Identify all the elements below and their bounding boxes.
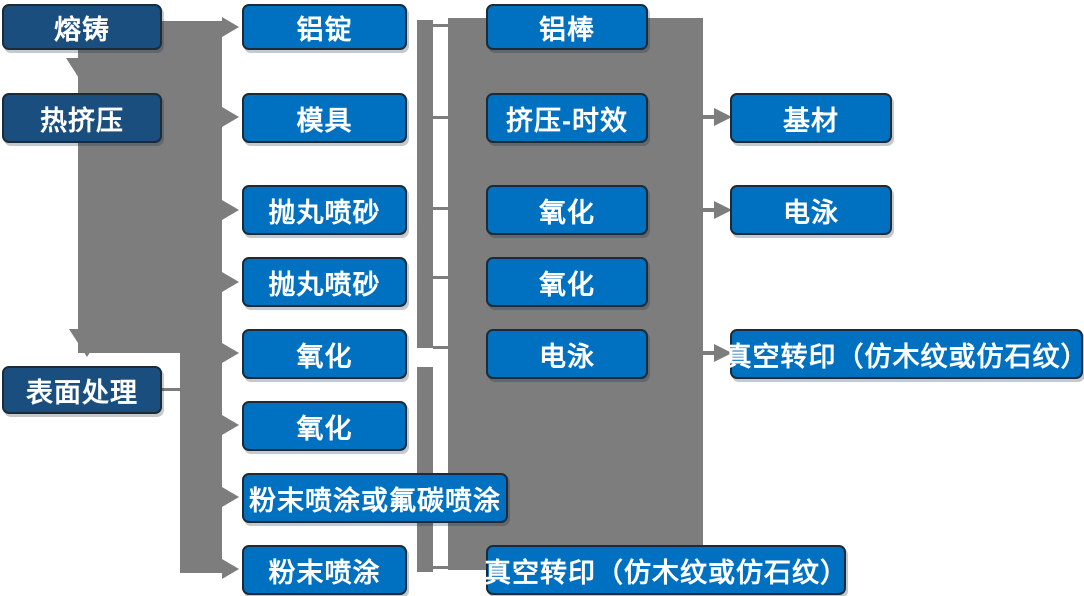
arrow-to-oxidation-2-icon bbox=[222, 415, 239, 435]
node-label: 表面处理 bbox=[26, 377, 138, 408]
node-shot-blast-1: 抛丸喷砂 bbox=[242, 185, 407, 235]
arrow-to-base-material bbox=[701, 108, 733, 126]
arrow-stub bbox=[701, 351, 717, 355]
node-surface-treatment: 表面处理 bbox=[2, 366, 162, 414]
node-label: 氧化 bbox=[539, 269, 595, 300]
node-label: 铝锭 bbox=[296, 14, 353, 45]
node-label: 氧化 bbox=[539, 197, 595, 228]
node-mold: 模具 bbox=[242, 93, 407, 143]
node-label: 真空转印（仿木纹或仿石纹） bbox=[484, 557, 848, 588]
connector-mid-bar-upper bbox=[417, 20, 433, 348]
node-label: 真空转印（仿木纹或仿石纹） bbox=[724, 341, 1084, 372]
arrow-to-oxidation-1-icon bbox=[222, 343, 239, 363]
node-shot-blast-2: 抛丸喷砂 bbox=[242, 257, 407, 307]
node-base-material: 基材 bbox=[730, 93, 892, 143]
node-hot-extrusion: 热挤压 bbox=[2, 93, 162, 143]
arrow-stub bbox=[701, 208, 717, 212]
node-label: 氧化 bbox=[296, 341, 353, 372]
node-vacuum-transfer-print-bottom: 真空转印（仿木纹或仿石纹） bbox=[484, 545, 848, 595]
arrow-down-to-surface-treatment-icon bbox=[69, 329, 105, 357]
node-label: 熔铸 bbox=[54, 14, 110, 45]
arrow-right-icon bbox=[714, 344, 732, 362]
arrow-to-aluminum-ingot-icon bbox=[222, 17, 239, 37]
node-treatment-oxidation-2: 氧化 bbox=[486, 257, 648, 307]
node-label: 热挤压 bbox=[40, 105, 124, 136]
connector-surface-treatment-link bbox=[162, 388, 182, 391]
node-electrophoresis: 电泳 bbox=[486, 329, 648, 379]
node-oxidation-2: 氧化 bbox=[242, 401, 407, 451]
connector-left-band bbox=[78, 21, 222, 353]
node-label: 粉末喷涂或氟碳喷涂 bbox=[249, 485, 501, 516]
node-powder-or-fluorocarbon-coating: 粉末喷涂或氟碳喷涂 bbox=[242, 473, 508, 523]
node-treatment-oxidation-1: 氧化 bbox=[486, 185, 648, 235]
connector-tick-shot-blast-1 bbox=[433, 207, 448, 210]
node-label: 基材 bbox=[783, 105, 839, 136]
arrow-to-mold-icon bbox=[222, 107, 239, 127]
node-label: 氧化 bbox=[296, 413, 353, 444]
node-oxidation-1: 氧化 bbox=[242, 329, 407, 379]
connector-tick-aluminum-ingot bbox=[433, 24, 448, 27]
arrow-to-shot-blast-2-icon bbox=[222, 272, 239, 292]
arrow-stub bbox=[701, 115, 717, 119]
arrow-to-vacuum-transfer-finish bbox=[701, 344, 733, 362]
node-label: 粉末喷涂 bbox=[268, 557, 381, 588]
connector-tick-oxidation-1 bbox=[433, 346, 448, 349]
arrow-right-icon bbox=[714, 201, 732, 219]
node-label: 铝棒 bbox=[539, 14, 595, 45]
node-vacuum-transfer-print-right: 真空转印（仿木纹或仿石纹） bbox=[725, 329, 1084, 379]
connector-tick-mold bbox=[433, 116, 448, 119]
arrow-right-icon bbox=[714, 108, 732, 126]
node-melting: 熔铸 bbox=[2, 4, 162, 50]
node-powder-coating: 粉末喷涂 bbox=[242, 545, 407, 595]
connector-left-band-lower bbox=[180, 353, 222, 573]
connector-mid-bar-lower bbox=[417, 367, 433, 572]
node-label: 抛丸喷砂 bbox=[268, 197, 381, 228]
node-label: 模具 bbox=[296, 105, 353, 136]
node-label: 电泳 bbox=[539, 341, 595, 372]
node-label: 电泳 bbox=[783, 197, 839, 228]
arrow-to-electrophoresis-finish bbox=[701, 201, 733, 219]
node-finish-electrophoresis: 电泳 bbox=[730, 185, 892, 235]
node-aluminum-rod: 铝棒 bbox=[486, 4, 648, 50]
node-extrusion-aging: 挤压-时效 bbox=[486, 93, 648, 143]
connector-tick-shot-blast-2 bbox=[433, 276, 448, 279]
arrow-to-powder-coating-icon bbox=[222, 559, 239, 579]
connector-tick-bottom bbox=[433, 566, 448, 569]
arrow-to-shot-blast-1-icon bbox=[222, 200, 239, 220]
node-label: 抛丸喷砂 bbox=[268, 269, 381, 300]
node-label: 挤压-时效 bbox=[506, 105, 628, 136]
arrow-to-powder-or-fluorocarbon-icon bbox=[222, 487, 239, 507]
arrow-down-to-hot-extrusion-icon bbox=[66, 58, 102, 86]
node-aluminum-ingot: 铝锭 bbox=[242, 4, 407, 50]
